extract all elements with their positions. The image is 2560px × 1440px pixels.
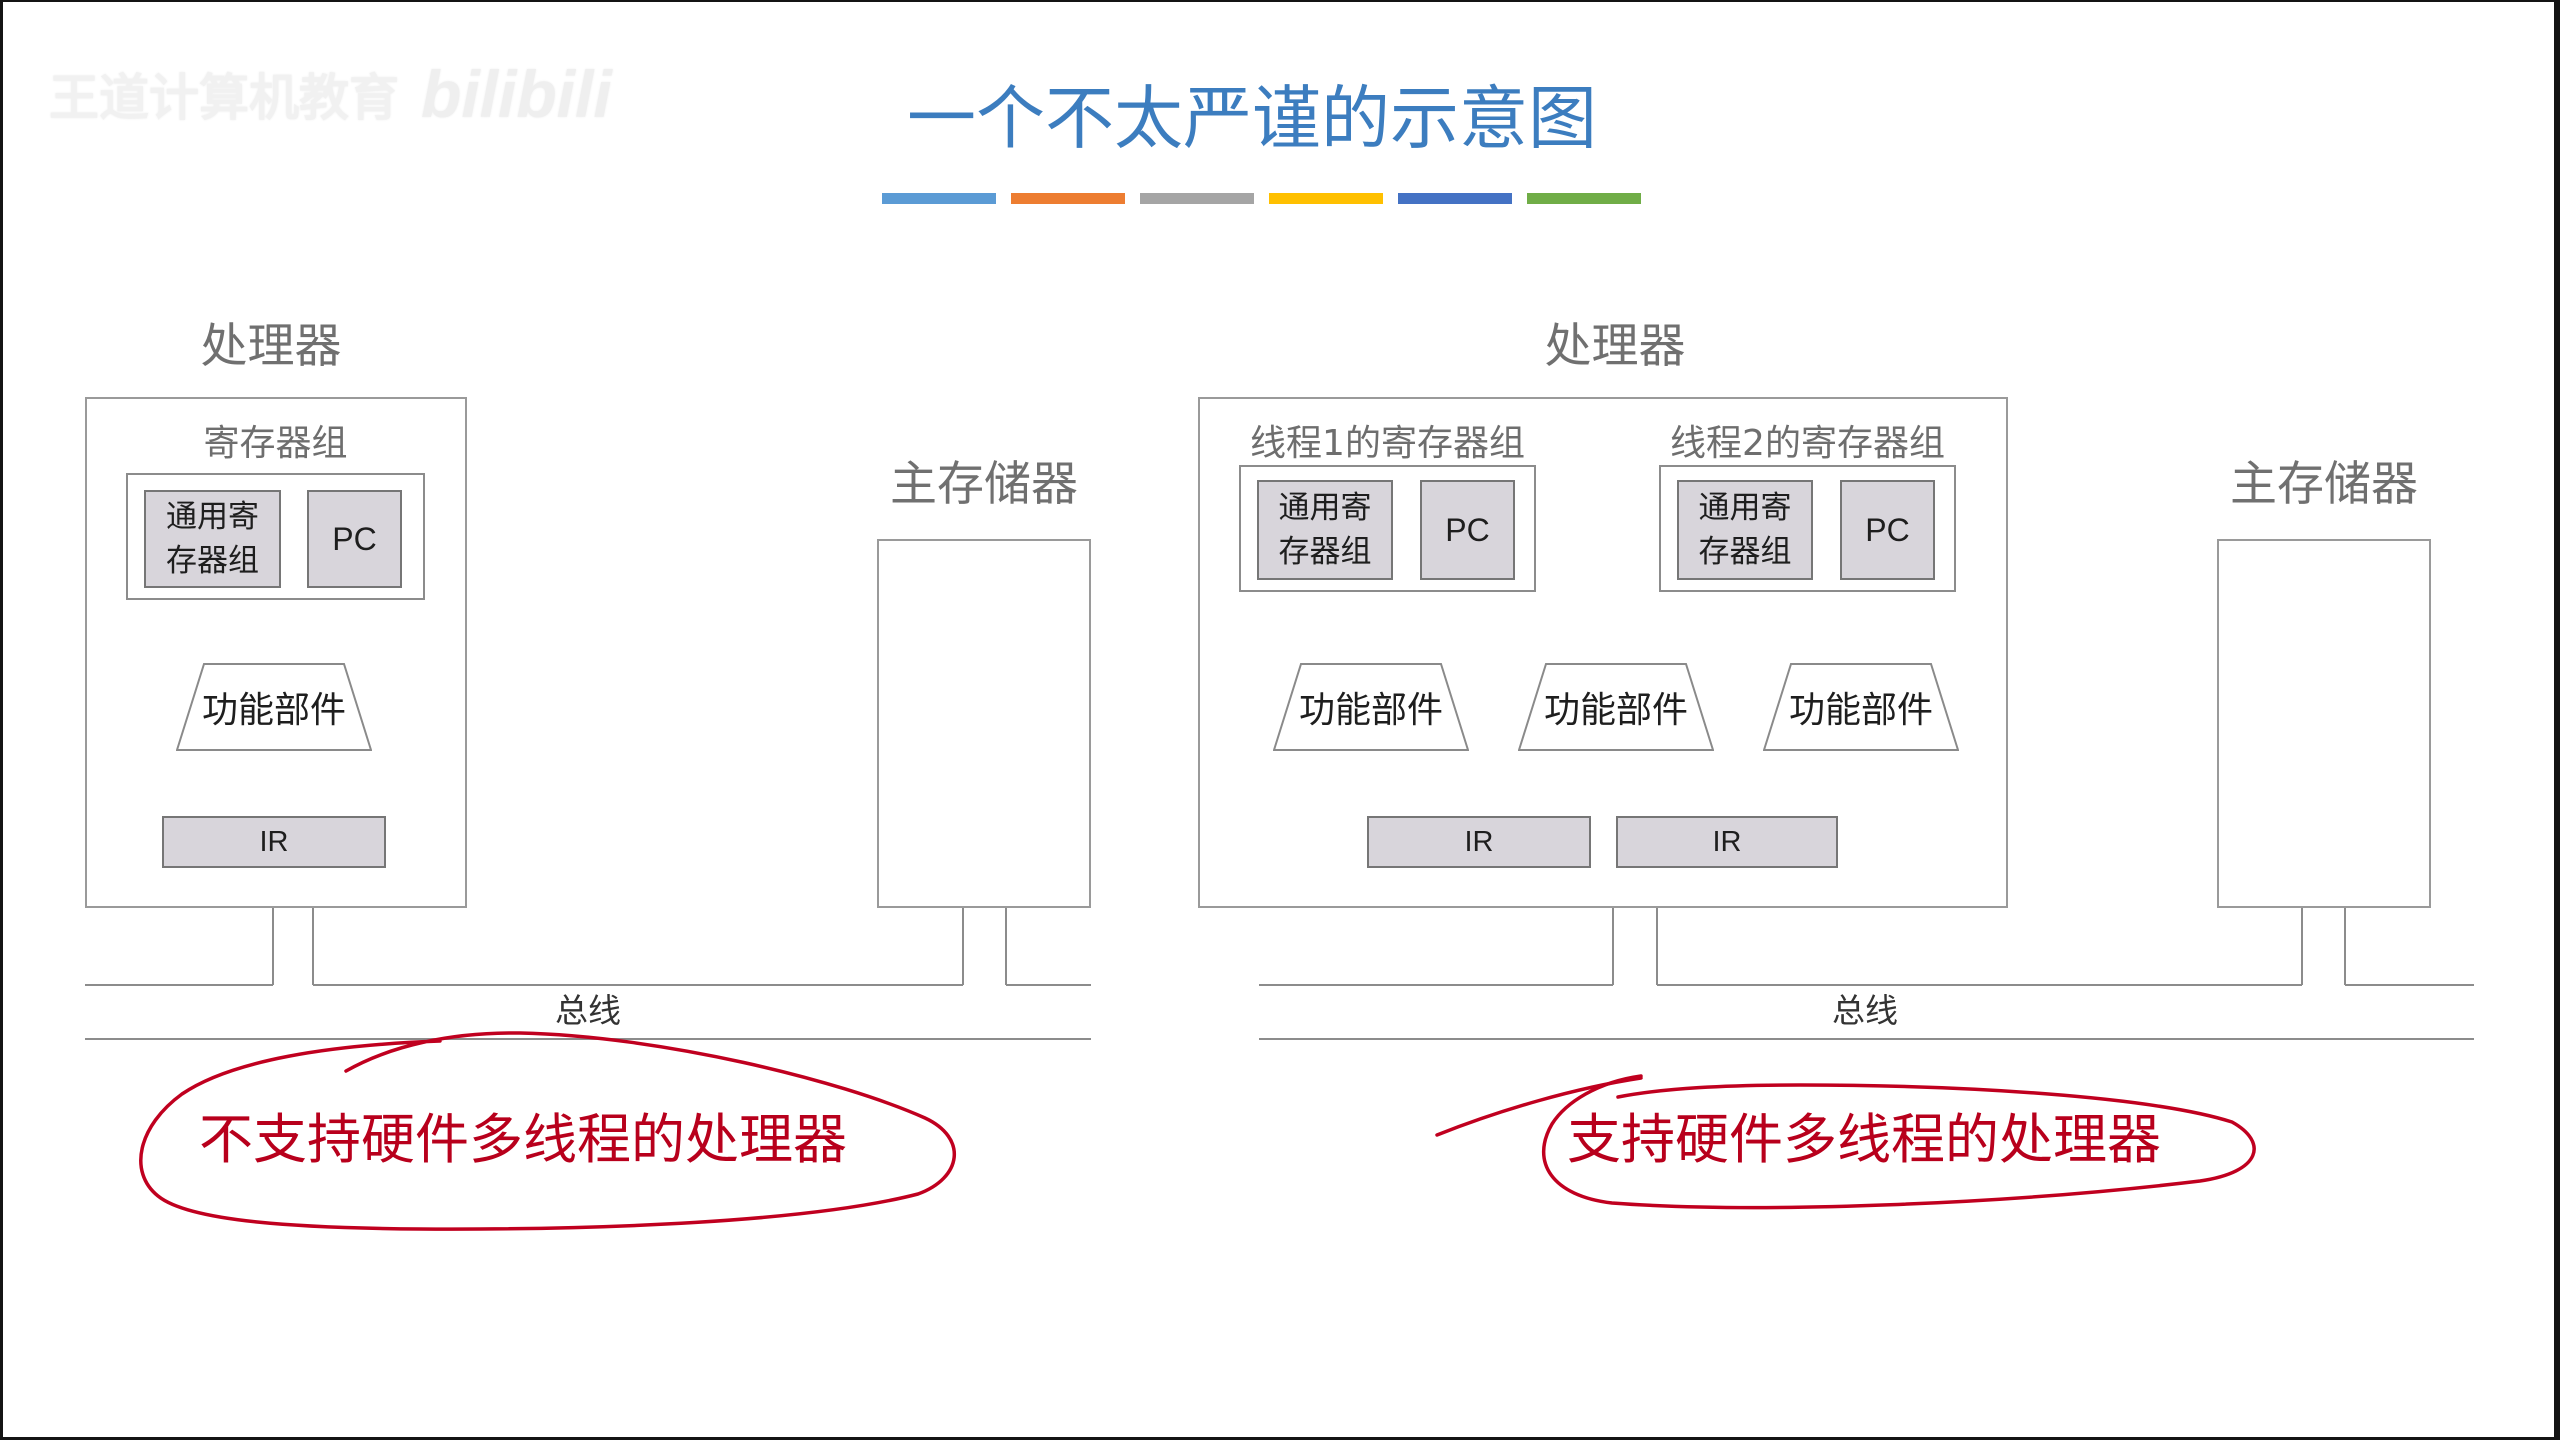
- main-memory-box: [877, 539, 1091, 908]
- bus-label: 总线: [1832, 991, 1898, 1030]
- program-counter: PC: [1420, 480, 1515, 580]
- title-bar-segment: [1398, 193, 1512, 204]
- functional-unit-shape: [176, 663, 372, 751]
- gpr-label-line: 存器组: [1278, 534, 1372, 570]
- bus-label: 总线: [555, 991, 621, 1030]
- general-purpose-registers: 通用寄 存器组: [144, 490, 281, 588]
- watermark-text: 王道计算机教育: [49, 69, 399, 127]
- processor-label: 处理器: [200, 319, 342, 374]
- functional-unit-shape: [1518, 663, 1714, 751]
- gpr-label-line: 通用寄: [166, 499, 259, 535]
- main-memory-label: 主存储器: [890, 457, 1078, 512]
- title-bar-segment: [882, 193, 996, 204]
- processor-box: 寄存器组 通用寄 存器组 PC 功能部件 IR: [85, 397, 467, 908]
- general-purpose-registers: 通用寄 存器组: [1257, 480, 1393, 580]
- gpr-label-line: 存器组: [1698, 534, 1792, 570]
- instruction-register: IR: [1367, 816, 1591, 868]
- functional-unit: 功能部件: [176, 663, 372, 751]
- functional-unit-label: 功能部件: [1543, 690, 1688, 731]
- register-group-label: 寄存器组: [203, 423, 348, 464]
- register-group-label: 线程2的寄存器组: [1670, 423, 1945, 464]
- title-color-bar: [882, 193, 1641, 204]
- gpr-label-line: 通用寄: [1698, 490, 1792, 526]
- main-memory-box: [2217, 539, 2431, 908]
- title-bar-segment: [1269, 193, 1383, 204]
- program-counter: PC: [1840, 480, 1935, 580]
- functional-unit-shape: [1763, 663, 1959, 751]
- title-bar-segment: [1011, 193, 1125, 204]
- functional-unit-label: 功能部件: [201, 690, 346, 731]
- functional-unit-label: 功能部件: [1788, 690, 1933, 731]
- register-group-label: 线程1的寄存器组: [1250, 423, 1525, 464]
- main-memory-label: 主存储器: [2230, 457, 2418, 512]
- register-group-box: 通用寄 存器组 PC: [126, 473, 425, 600]
- program-counter: PC: [307, 490, 402, 588]
- title-bar-segment: [1140, 193, 1254, 204]
- instruction-register: IR: [1616, 816, 1838, 868]
- processor-label: 处理器: [1544, 319, 1686, 374]
- processor-box: 线程1的寄存器组 通用寄 存器组 PC 线程2的寄存器组 通用寄 存器组 PC …: [1198, 397, 2008, 908]
- register-group-box-thread-1: 通用寄 存器组 PC: [1239, 465, 1536, 592]
- annotation-text: 支持硬件多线程的处理器: [1567, 1108, 2161, 1171]
- gpr-label-line: 通用寄: [1278, 490, 1372, 526]
- instruction-register: IR: [162, 816, 386, 868]
- title-bar-segment: [1527, 193, 1641, 204]
- general-purpose-registers: 通用寄 存器组: [1677, 480, 1813, 580]
- bilibili-logo: bilibili: [421, 57, 612, 131]
- functional-unit-shape: [1273, 663, 1469, 751]
- register-group-box-thread-2: 通用寄 存器组 PC: [1659, 465, 1956, 592]
- functional-unit: 功能部件: [1273, 663, 1469, 751]
- gpr-label-line: 存器组: [166, 543, 259, 579]
- functional-unit-label: 功能部件: [1298, 690, 1443, 731]
- slide-title: 一个不太严谨的示意图: [907, 79, 1597, 159]
- functional-unit: 功能部件: [1763, 663, 1959, 751]
- annotation-text: 不支持硬件多线程的处理器: [199, 1108, 847, 1171]
- functional-unit: 功能部件: [1518, 663, 1714, 751]
